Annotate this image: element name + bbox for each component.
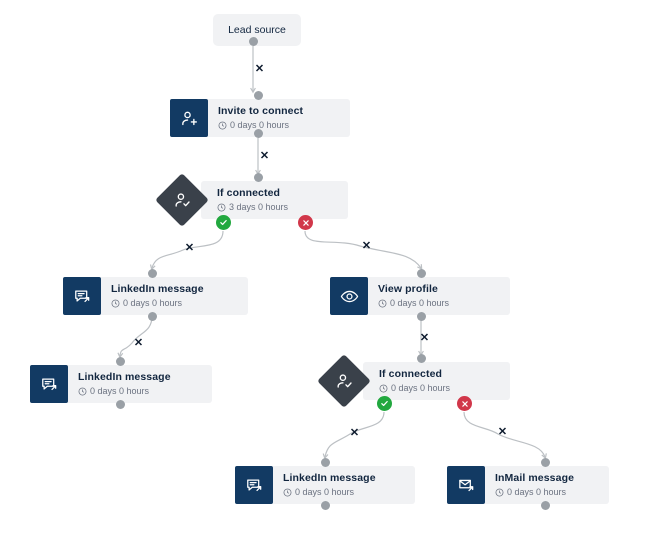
node-linkedin-message-3-title: LinkedIn message — [283, 472, 376, 484]
node-inmail-message-delay: 0 days 0 hours — [495, 486, 599, 498]
check-icon — [220, 219, 227, 226]
port-linkedin-1-out[interactable] — [147, 311, 157, 321]
edge-delete-icon[interactable]: ✕ — [184, 242, 195, 254]
badge-if-connected-2-no[interactable] — [457, 396, 472, 411]
node-view-profile-body: View profile 0 days 0 hours — [366, 277, 510, 315]
node-invite-to-connect-delay-text: 0 days 0 hours — [230, 120, 290, 130]
edge-delete-icon[interactable]: ✕ — [254, 63, 265, 75]
node-linkedin-message-1[interactable]: LinkedIn message 0 days 0 hours — [63, 277, 248, 315]
node-if-connected-2-body: If connected 0 days 0 hours — [363, 362, 510, 400]
node-if-connected-2-title: If connected — [379, 368, 443, 380]
port-linkedin-2-in[interactable] — [115, 356, 125, 366]
node-invite-to-connect-body: Invite to connect 0 days 0 hours — [206, 99, 350, 137]
node-linkedin-message-1-delay: 0 days 0 hours — [111, 297, 238, 309]
node-if-connected-2-delay-text: 0 days 0 hours — [391, 383, 451, 393]
node-inmail-message-title: InMail message — [495, 472, 575, 484]
node-view-profile-delay-text: 0 days 0 hours — [390, 298, 450, 308]
node-if-connected-1[interactable]: If connected 3 days 0 hours — [155, 173, 348, 227]
badge-if-connected-1-no[interactable] — [298, 215, 313, 230]
node-linkedin-message-1-body: LinkedIn message 0 days 0 hours — [99, 277, 248, 315]
node-if-connected-1-body: If connected 3 days 0 hours — [201, 181, 348, 219]
port-view-profile-in[interactable] — [416, 268, 426, 278]
eye-icon — [330, 277, 368, 315]
node-linkedin-message-2-delay-text: 0 days 0 hours — [90, 386, 150, 396]
node-view-profile-title: View profile — [378, 283, 438, 295]
node-if-connected-1-delay-text: 3 days 0 hours — [229, 202, 289, 212]
port-linkedin-2-out[interactable] — [115, 399, 125, 409]
node-linkedin-message-2[interactable]: LinkedIn message 0 days 0 hours — [30, 365, 212, 403]
port-inmail-in[interactable] — [540, 457, 550, 467]
clock-icon — [379, 384, 388, 393]
node-linkedin-message-2-delay: 0 days 0 hours — [78, 385, 202, 397]
node-if-connected-1-delay: 3 days 0 hours — [217, 201, 338, 213]
node-linkedin-message-3-body: LinkedIn message 0 days 0 hours — [271, 466, 415, 504]
chat-send-icon — [30, 365, 68, 403]
node-if-connected-1-title: If connected — [217, 187, 281, 199]
edge-delete-icon[interactable]: ✕ — [497, 426, 508, 438]
node-linkedin-message-3-delay-text: 0 days 0 hours — [295, 487, 355, 497]
mail-send-icon — [447, 466, 485, 504]
node-inmail-message-body: InMail message 0 days 0 hours — [483, 466, 609, 504]
node-linkedin-message-2-title: LinkedIn message — [78, 371, 171, 383]
node-linkedin-message-3[interactable]: LinkedIn message 0 days 0 hours — [235, 466, 415, 504]
if-connected-2-diamond-wrap — [317, 354, 371, 408]
node-inmail-message-delay-text: 0 days 0 hours — [507, 487, 567, 497]
close-icon — [302, 219, 309, 226]
port-if-connected-2-in[interactable] — [416, 353, 426, 363]
node-view-profile[interactable]: View profile 0 days 0 hours — [330, 277, 510, 315]
chat-send-icon — [63, 277, 101, 315]
node-invite-to-connect-delay: 0 days 0 hours — [218, 119, 340, 131]
edge-delete-icon[interactable]: ✕ — [361, 240, 372, 252]
node-if-connected-2[interactable]: If connected 0 days 0 hours — [317, 354, 510, 408]
port-linkedin-1-in[interactable] — [147, 268, 157, 278]
node-invite-to-connect[interactable]: Invite to connect 0 days 0 hours — [170, 99, 350, 137]
port-view-profile-out[interactable] — [416, 311, 426, 321]
edge-delete-icon[interactable]: ✕ — [133, 337, 144, 349]
if-connected-1-diamond-wrap — [155, 173, 209, 227]
clock-icon — [218, 121, 227, 130]
node-linkedin-message-3-delay: 0 days 0 hours — [283, 486, 405, 498]
clock-icon — [78, 387, 87, 396]
node-invite-to-connect-title: Invite to connect — [218, 105, 304, 117]
clock-icon — [217, 203, 226, 212]
port-invite-out[interactable] — [253, 128, 263, 138]
node-linkedin-message-2-body: LinkedIn message 0 days 0 hours — [66, 365, 212, 403]
node-linkedin-message-1-title: LinkedIn message — [111, 283, 204, 295]
clock-icon — [495, 488, 504, 497]
close-icon — [461, 400, 468, 407]
port-inmail-out[interactable] — [540, 500, 550, 510]
port-linkedin-3-out[interactable] — [320, 500, 330, 510]
port-if-connected-1-in[interactable] — [253, 172, 263, 182]
condition-diamond — [317, 354, 371, 408]
node-lead-source-title: Lead source — [228, 24, 286, 36]
node-linkedin-message-1-delay-text: 0 days 0 hours — [123, 298, 183, 308]
edge-delete-icon[interactable]: ✕ — [349, 427, 360, 439]
node-view-profile-delay: 0 days 0 hours — [378, 297, 500, 309]
port-lead-source-out[interactable] — [248, 36, 258, 46]
badge-if-connected-2-yes[interactable] — [377, 396, 392, 411]
person-add-icon — [170, 99, 208, 137]
condition-diamond — [155, 173, 209, 227]
edge-delete-icon[interactable]: ✕ — [259, 150, 270, 162]
chat-send-icon — [235, 466, 273, 504]
node-if-connected-2-delay: 0 days 0 hours — [379, 382, 500, 394]
clock-icon — [283, 488, 292, 497]
edge-delete-icon[interactable]: ✕ — [419, 332, 430, 344]
clock-icon — [111, 299, 120, 308]
badge-if-connected-1-yes[interactable] — [216, 215, 231, 230]
node-inmail-message[interactable]: InMail message 0 days 0 hours — [447, 466, 609, 504]
port-linkedin-3-in[interactable] — [320, 457, 330, 467]
port-invite-in[interactable] — [253, 90, 263, 100]
clock-icon — [378, 299, 387, 308]
check-icon — [381, 400, 388, 407]
